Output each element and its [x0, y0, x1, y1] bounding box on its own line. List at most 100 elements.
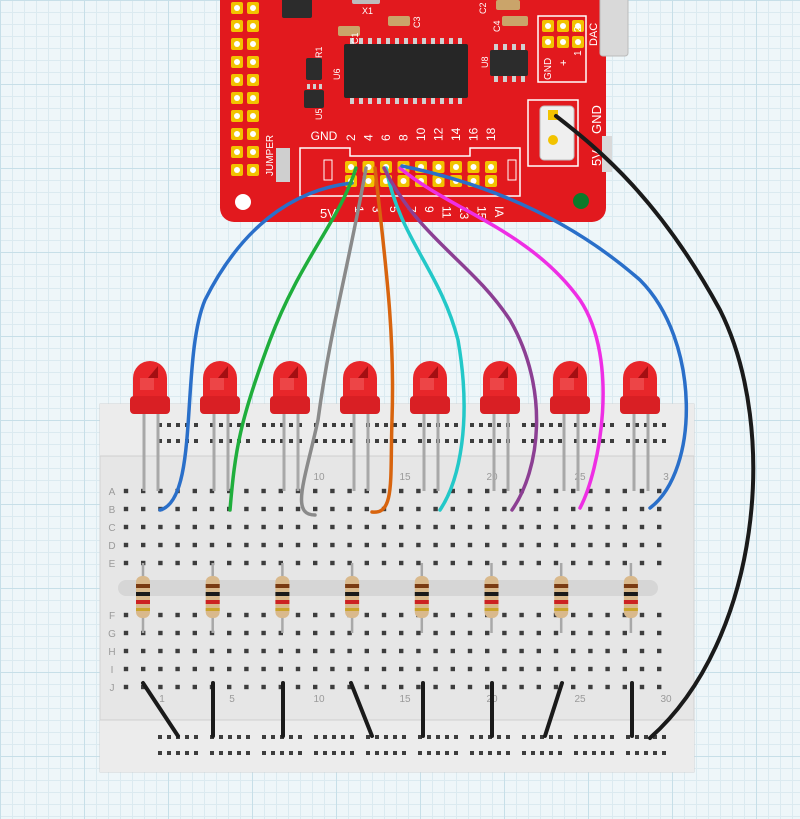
breadboard-hole: [450, 506, 455, 512]
breadboard-hole: [433, 488, 438, 494]
rail-hole: [280, 439, 284, 443]
breadboard-hole: [278, 560, 283, 566]
breadboard-hole: [278, 648, 283, 654]
breadboard-hole: [399, 648, 404, 654]
dac-label: DAC: [588, 23, 600, 46]
breadboard-hole: [399, 488, 404, 494]
breadboard-hole: [571, 524, 576, 530]
resistor: [205, 576, 220, 618]
rail-hole: [644, 439, 648, 443]
resistor: [136, 576, 150, 618]
rail-hole: [644, 423, 648, 427]
rail-hole: [210, 423, 214, 427]
rail-hole: [454, 751, 458, 755]
pin-label: 5: [387, 206, 401, 213]
breadboard-hole: [330, 648, 335, 654]
led: [620, 361, 660, 414]
breadboard-hole: [657, 630, 662, 636]
breadboard-hole: [433, 560, 438, 566]
breadboard-hole: [485, 524, 490, 530]
breadboard-hole: [416, 488, 421, 494]
breadboard-hole: [261, 648, 266, 654]
rail-hole: [237, 423, 241, 427]
rail-hole: [167, 439, 171, 443]
rail-hole: [341, 751, 345, 755]
breadboard-hole: [244, 560, 249, 566]
breadboard-hole: [364, 506, 369, 512]
breadboard-hole: [158, 648, 163, 654]
rail-hole: [488, 423, 492, 427]
breadboard-hole: [123, 542, 129, 548]
breadboard-hole: [364, 524, 369, 530]
breadboard-hole: [502, 560, 507, 566]
breadboard-hole: [622, 666, 627, 672]
breadboard-hole: [227, 630, 232, 636]
rail-hole: [574, 735, 578, 739]
rail-hole: [323, 751, 327, 755]
breadboard-hole: [141, 684, 146, 690]
breadboard-hole: [639, 684, 645, 690]
breadboard-hole: [313, 524, 318, 530]
breadboard-hole: [416, 630, 421, 636]
breadboard-hole: [433, 666, 438, 672]
rail-hole: [332, 439, 336, 443]
rail-hole: [366, 735, 370, 739]
breadboard-hole: [622, 560, 627, 566]
rail-hole: [662, 751, 666, 755]
breadboard-hole: [416, 542, 421, 548]
chip-label: U5: [314, 108, 324, 120]
rail-hole: [662, 735, 666, 739]
rail-hole: [402, 423, 406, 427]
breadboard-hole: [639, 612, 645, 618]
rail-hole: [445, 735, 449, 739]
breadboard-hole: [261, 684, 266, 690]
rail-hole: [210, 439, 214, 443]
breadboard-hole: [605, 612, 610, 618]
breadboard-hole: [192, 666, 197, 672]
breadboard-hole: [485, 560, 490, 566]
breadboard-hole: [485, 630, 490, 636]
breadboard-hole: [330, 684, 335, 690]
breadboard-hole: [141, 648, 146, 654]
rail-hole: [583, 735, 587, 739]
breadboard-hole: [639, 666, 645, 672]
rail-hole: [653, 735, 657, 739]
led: [410, 361, 450, 414]
signal-wire: [398, 166, 605, 510]
breadboard-hole: [175, 666, 180, 672]
breadboard-hole: [399, 612, 404, 618]
breadboard-hole: [622, 630, 627, 636]
breadboard-hole: [467, 488, 473, 494]
breadboard-hole: [553, 524, 559, 530]
rail-hole: [626, 751, 630, 755]
breadboard-hole: [175, 684, 180, 690]
breadboard-hole: [192, 648, 197, 654]
breadboard-hole: [141, 666, 146, 672]
signal-wire: [228, 166, 358, 512]
rail-hole: [194, 439, 198, 443]
breadboard-hole: [502, 524, 507, 530]
column-number: 10: [313, 694, 325, 705]
breadboard-hole: [330, 612, 335, 618]
ground-jumper: [141, 681, 180, 738]
rail-hole: [574, 439, 578, 443]
rail-hole: [540, 423, 544, 427]
breadboard-hole: [485, 648, 490, 654]
breadboard-hole: [123, 666, 129, 672]
breadboard-hole: [261, 630, 266, 636]
breadboard-hole: [467, 648, 473, 654]
rail-hole: [583, 423, 587, 427]
breadboard-hole: [123, 506, 129, 512]
breadboard-hole: [536, 488, 541, 494]
breadboard-hole: [639, 506, 645, 512]
breadboard-hole: [381, 612, 387, 618]
resistor: [345, 576, 360, 618]
resistor: [623, 576, 638, 618]
breadboard-hole: [399, 506, 404, 512]
breadboard-hole: [364, 630, 369, 636]
chip: [282, 0, 312, 18]
breadboard-hole: [519, 524, 524, 530]
rail-hole: [653, 423, 657, 427]
chip-label: C1: [350, 32, 360, 44]
breadboard-hole: [347, 630, 352, 636]
